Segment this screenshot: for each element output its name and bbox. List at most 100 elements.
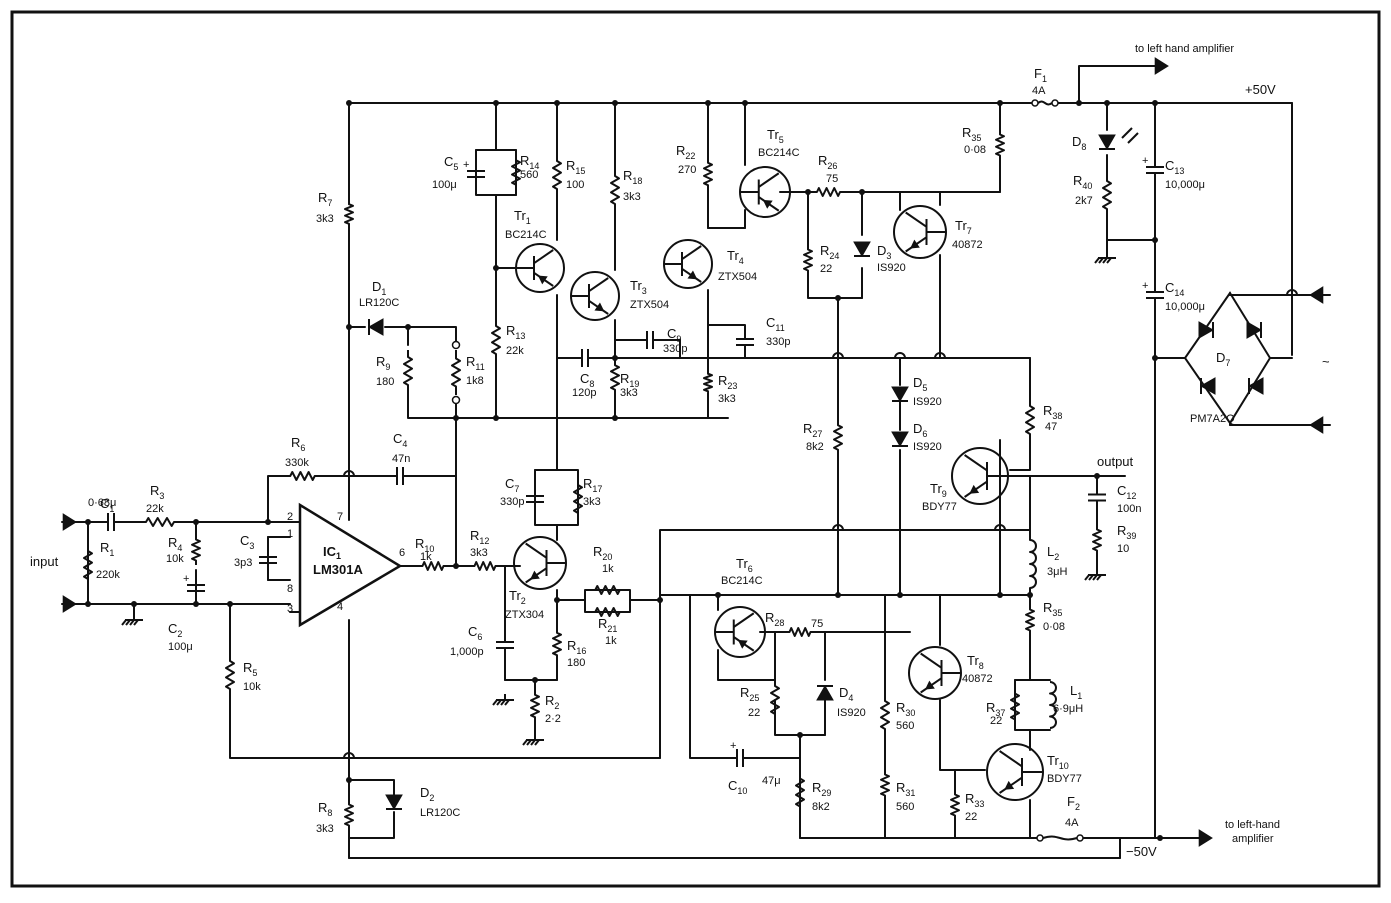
ref-label: D6 xyxy=(913,421,927,439)
ref-label: R20 xyxy=(593,544,612,562)
junction-dot xyxy=(1104,100,1110,106)
ref-label: R19 xyxy=(620,371,639,389)
junction-dot xyxy=(897,592,903,598)
value-label: ZTX504 xyxy=(718,271,757,283)
ref-label: R18 xyxy=(623,168,642,186)
value-label: 3μH xyxy=(1047,566,1067,578)
ref-label: R7 xyxy=(318,190,332,208)
ref-label: C5 xyxy=(444,154,458,172)
minus-rail-label: −50V xyxy=(1126,844,1157,859)
arrow-head xyxy=(62,595,77,613)
polarity-plus: + xyxy=(1142,155,1148,167)
transistor-collector xyxy=(733,612,755,628)
ref-label: C11 xyxy=(766,315,785,333)
ref-label: R33 xyxy=(965,791,984,809)
ref-label: R9 xyxy=(376,354,390,372)
resistor-R27 xyxy=(833,420,843,455)
value-label: 100μ xyxy=(168,641,193,653)
ref-label: R3 xyxy=(150,483,164,501)
value-label: 120p xyxy=(572,387,596,399)
value-label: BC214C xyxy=(758,147,800,159)
capacitor-C4 xyxy=(390,467,410,485)
ref-label: R35 xyxy=(1043,600,1062,618)
value-label: 100n xyxy=(1117,503,1141,515)
resistor-zigzag xyxy=(403,350,413,392)
transistor-collector xyxy=(525,542,548,559)
value-label: 10,000μ xyxy=(1165,179,1205,191)
resistor-zigzag xyxy=(803,245,813,275)
ref-label: Tr3 xyxy=(630,278,647,296)
diode-triangle xyxy=(385,794,403,811)
junction-dot xyxy=(493,100,499,106)
value-label: 180 xyxy=(376,376,394,388)
junction-dot xyxy=(835,295,841,301)
ref-label: Tr7 xyxy=(955,218,972,236)
resistor-zigzag xyxy=(590,585,625,595)
value-label: 0·68μ xyxy=(88,497,116,509)
transistor-collector xyxy=(533,249,554,265)
value-label: 6·9μH xyxy=(1053,703,1083,715)
value-label: 220k xyxy=(96,569,120,581)
arrow-head xyxy=(62,513,77,531)
value-label: 3k3 xyxy=(583,496,601,508)
led-arrow xyxy=(1121,127,1133,139)
ref-label: R13 xyxy=(506,323,525,341)
ground-hatch xyxy=(1092,574,1098,581)
polarity-plus: + xyxy=(183,573,189,585)
value-label: IS920 xyxy=(877,262,906,274)
resistor-R11 xyxy=(451,350,461,395)
ref-label: D3 xyxy=(877,243,891,261)
resistor-R16 xyxy=(552,628,562,660)
value-label: 47n xyxy=(392,453,410,465)
wire xyxy=(774,699,826,736)
value-label: 1k xyxy=(602,563,614,575)
led-arrow xyxy=(1127,132,1139,144)
resistor-zigzag xyxy=(950,790,960,820)
ref-label: R14 xyxy=(520,153,539,171)
ref-label: C2 xyxy=(168,621,182,639)
diode-triangle xyxy=(853,241,871,258)
junction-dot xyxy=(85,601,91,607)
ref-label: Tr10 xyxy=(1047,753,1069,771)
diode-D7b xyxy=(1246,321,1263,339)
fuse-terminal xyxy=(1051,99,1059,107)
resistor-R22 xyxy=(703,158,713,190)
resistor-R13 xyxy=(491,320,501,360)
resistor-R26 xyxy=(812,187,845,197)
value-label: 2·2 xyxy=(545,713,561,725)
fuse-terminal xyxy=(1036,834,1044,842)
ref-label: R28 xyxy=(765,610,784,628)
resistor-R38 xyxy=(1025,400,1035,440)
junction-dot xyxy=(346,100,352,106)
capacitor-C9 xyxy=(640,331,660,349)
resistor-R9 xyxy=(403,350,413,392)
wire xyxy=(348,811,395,839)
wire xyxy=(1078,65,1161,104)
junction-dot xyxy=(797,732,803,738)
inductor-L2 xyxy=(1029,539,1037,589)
value-label: ZTX504 xyxy=(630,299,669,311)
opamp-pin-number: 2 xyxy=(287,511,293,523)
ref-label: R35 xyxy=(962,125,981,143)
ref-label: R1 xyxy=(100,540,114,558)
value-label: 330p xyxy=(663,343,687,355)
resistor-R25 xyxy=(770,680,780,720)
capacitor-C11 xyxy=(736,332,754,352)
ref-label: L1 xyxy=(1070,683,1082,701)
value-label: 330k xyxy=(285,457,309,469)
resistor-zigzag xyxy=(812,187,845,197)
resistor-zigzag xyxy=(1025,400,1035,440)
ref-label: R22 xyxy=(676,143,695,161)
value-label: 8k2 xyxy=(806,441,824,453)
ref-label: D2 xyxy=(420,785,434,803)
resistor-R23 xyxy=(703,370,713,395)
resistor-R31 xyxy=(880,770,890,800)
transistor-collector xyxy=(905,211,928,228)
resistor-R17 xyxy=(573,478,583,520)
wire xyxy=(229,699,661,759)
resistor-R35a xyxy=(995,130,1005,160)
wire xyxy=(475,149,517,196)
value-label: BDY77 xyxy=(922,501,957,513)
ref-label: L2 xyxy=(1047,544,1059,562)
wire xyxy=(348,779,395,796)
